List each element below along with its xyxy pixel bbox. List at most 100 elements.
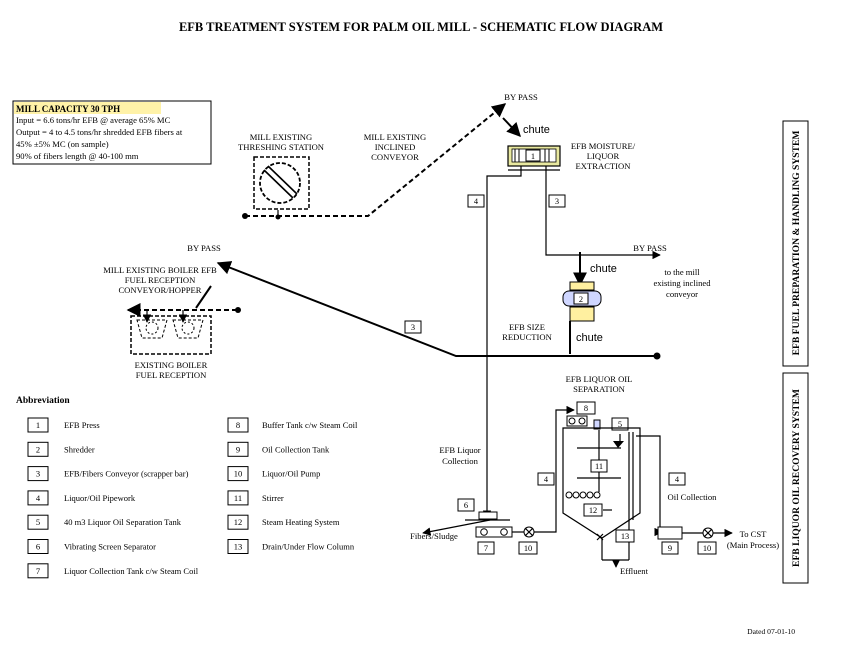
abbreviation-number: 12 (234, 517, 243, 527)
to-mill-label: to the mill (664, 267, 700, 277)
to-mill-label: conveyor (666, 289, 698, 299)
oil-collection-tank (657, 526, 683, 540)
pipe-tag: 4 (474, 197, 479, 206)
abbreviation-text: Shredder (64, 444, 95, 454)
tag-box (518, 541, 538, 555)
abbreviation-number: 2 (36, 444, 40, 454)
capacity-line: Output = 4 to 4.5 tons/hr shredded EFB f… (16, 127, 183, 137)
abbreviation-number: 8 (236, 420, 240, 430)
moisture-label: EFB MOISTURE/ (571, 141, 636, 151)
abbreviation-number: 13 (234, 542, 243, 552)
to-cst-label: To CST (740, 529, 768, 539)
boiler-hopper-label: CONVEYOR/HOPPER (118, 285, 201, 295)
liquor-pipe-to-tank (534, 405, 575, 533)
abbreviation-text: EFB Press (64, 420, 100, 430)
moisture-label: LIQUOR (587, 151, 620, 161)
press-tag: 1 (531, 152, 535, 161)
abbreviation-number-box (227, 466, 249, 482)
threshing-station: MILL EXISTING THRESHING STATION (238, 132, 325, 220)
abbreviation-text: Liquor Collection Tank c/w Steam Coil (64, 566, 199, 576)
abbreviation-number-box (27, 514, 49, 530)
abbreviation-number: 11 (234, 493, 242, 503)
abbreviation-number: 1 (36, 420, 40, 430)
abbreviation-text: EFB/Fibers Conveyor (scrapper bar) (64, 469, 189, 479)
hopper-arrow (195, 285, 212, 309)
abbreviation-text: Steam Heating System (262, 517, 340, 527)
oil-collection-label: Oil Collection (668, 492, 718, 502)
liquor-pipe-4 (482, 166, 522, 519)
abbreviation-number: 4 (36, 493, 41, 503)
capacity-heading: MILL CAPACITY 30 TPH (16, 104, 120, 114)
capacity-line: Input = 6.6 tons/hr EFB @ average 65% MC (16, 115, 171, 125)
abbreviation-text: Oil Collection Tank (262, 444, 330, 454)
conveyor-label: INCLINED (375, 142, 416, 152)
abbreviation-text: Drain/Under Flow Column (262, 542, 355, 552)
to-mill-label: existing inclined (653, 278, 711, 288)
bypass-mid-line (545, 166, 661, 260)
abbreviation-number-box (27, 539, 49, 554)
abbreviation-number-box (27, 417, 49, 433)
vibrating-screen (478, 511, 498, 520)
separation-label: EFB LIQUOR OIL (566, 374, 633, 384)
pump (523, 526, 535, 538)
abbreviation-heading: Abbreviation (16, 396, 70, 406)
chute-low-label: chute (576, 332, 603, 344)
abbreviation-text: Stirrer (262, 493, 284, 503)
pump-tag: 10 (524, 544, 532, 553)
existing-boiler-label: EXISTING BOILER (135, 360, 208, 370)
effluent-label: Effluent (620, 566, 649, 576)
conveyor-label: MILL EXISTING (364, 132, 426, 142)
size-reduction-label: EFB SIZE (509, 322, 545, 332)
abbreviation-number-box (227, 417, 249, 433)
oil-tank-tag: 9 (668, 544, 672, 553)
existing-boiler-label: FUEL RECEPTION (136, 370, 207, 380)
to-cst-label: (Main Process) (727, 540, 779, 550)
efb-press: 1 (507, 145, 561, 171)
shredder: 2 (562, 281, 602, 322)
conveyor-tag: 3 (555, 197, 559, 206)
fibers-sludge-label: Fibers/Sludge (410, 531, 458, 541)
abbreviation-number-box (27, 563, 49, 579)
chute-mid-label: chute (590, 263, 617, 275)
boiler-conveyor-3 (216, 261, 657, 357)
conveyor-label: CONVEYOR (371, 152, 419, 162)
abbreviation-left: 1 EFB Press 2 Shredder 3 EFB/Fibers Conveyor … (27, 417, 199, 579)
boiler-fuel-reception (130, 310, 212, 355)
sludge-arrow (422, 519, 491, 536)
inclined-conveyor-line (245, 103, 507, 217)
shredder-tag: 2 (579, 295, 583, 304)
abbreviation-text: Liquor/Oil Pipework (64, 493, 136, 503)
abbreviation-item: 12 Steam Heating System (227, 514, 340, 530)
abbreviation-item: 2 Shredder (27, 441, 95, 457)
tag-box (548, 194, 566, 208)
oil-pump (702, 527, 714, 539)
abbreviation-number-box (227, 441, 249, 457)
tag-box (697, 541, 717, 555)
abbreviation-number-box (227, 490, 249, 506)
oil-pipe-tag: 4 (675, 475, 680, 484)
conveyor-tag: 3 (411, 323, 415, 332)
abbreviation-number-box (27, 466, 49, 482)
threshing-label: THRESHING STATION (238, 142, 325, 152)
abbreviation-item: 11 Stirrer (227, 490, 284, 506)
drain-tag: 13 (621, 532, 629, 541)
tag-box (477, 541, 495, 555)
abbreviation-number: 3 (36, 469, 40, 479)
side-label-fuel: EFB FUEL PREPARATION & HANDLING SYSTEM (791, 131, 802, 356)
capacity-line: 90% of fibers length @ 40-100 mm (16, 151, 139, 161)
abbreviation-text: 40 m3 Liquor Oil Separation Tank (64, 517, 182, 527)
stirrer-tag: 11 (595, 462, 603, 471)
liquor-collection-label: Collection (442, 456, 479, 466)
liquor-pipe-tag: 4 (544, 475, 549, 484)
capacity-highlight (14, 102, 161, 114)
bypass-mid-label: BY PASS (633, 243, 667, 253)
diagram-title: EFB TREATMENT SYSTEM FOR PALM OIL MILL -… (179, 20, 663, 34)
side-panel-top (782, 120, 809, 367)
chute-arrow (502, 117, 521, 138)
